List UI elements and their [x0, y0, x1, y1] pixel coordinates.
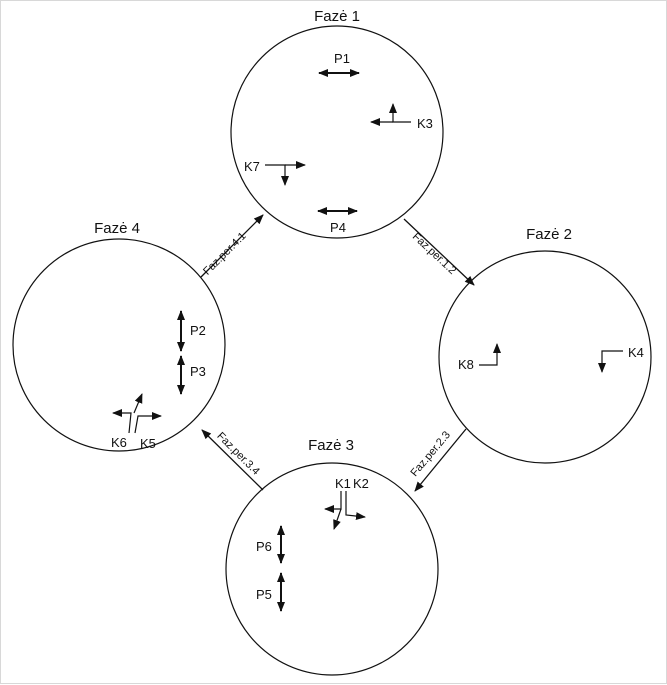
label-p1: P1: [334, 51, 350, 66]
phase-4-circle: [12, 238, 226, 452]
label-k1: K1: [335, 476, 351, 491]
signal-k1-k2: K1 K2: [324, 476, 369, 530]
label-p6: P6: [256, 539, 272, 554]
label-k6: K6: [111, 435, 127, 450]
transition-2-3: Faz.per.2.3: [408, 428, 467, 492]
signal-p6: P6: [256, 525, 285, 564]
phase-1-circle: [230, 25, 444, 239]
label-p4: P4: [330, 220, 346, 235]
signal-k4: K4: [598, 345, 644, 373]
phase-2-title: Fazė 2: [526, 226, 572, 243]
transition-4-1-label: Faz.per.4.1: [201, 230, 248, 277]
signal-k6-k5: K6 K5: [111, 393, 162, 451]
signal-k7: K7: [244, 159, 306, 186]
signal-p4: P4: [317, 207, 358, 235]
signal-k8: K8: [458, 343, 501, 372]
transition-3-4: Faz.per.3.4: [201, 429, 264, 491]
signal-p1: P1: [318, 51, 360, 77]
label-k2: K2: [353, 476, 369, 491]
phase-3-title: Fazė 3: [308, 437, 354, 454]
transition-4-1: Faz.per.4.1: [200, 214, 264, 278]
phase-1-title: Fazė 1: [314, 8, 360, 25]
label-p2: P2: [190, 323, 206, 338]
transition-1-2: Faz.per.1.2: [403, 218, 475, 286]
transition-1-2-label: Faz.per.1.2: [410, 231, 458, 277]
signal-p2: P2: [177, 310, 206, 352]
signal-p5: P5: [256, 572, 285, 612]
label-k5: K5: [140, 436, 156, 451]
transition-3-4-label: Faz.per.3.4: [214, 430, 261, 477]
label-k3: K3: [417, 116, 433, 131]
phase-4-title: Fazė 4: [94, 220, 140, 237]
label-k7: K7: [244, 159, 260, 174]
label-p3: P3: [190, 364, 206, 379]
label-k8: K8: [458, 357, 474, 372]
phase-3-circle: [225, 462, 439, 676]
phase-2-circle: [438, 250, 652, 464]
signal-k3: K3: [370, 103, 433, 131]
signal-p3: P3: [177, 355, 206, 395]
label-k4: K4: [628, 345, 644, 360]
label-p5: P5: [256, 587, 272, 602]
